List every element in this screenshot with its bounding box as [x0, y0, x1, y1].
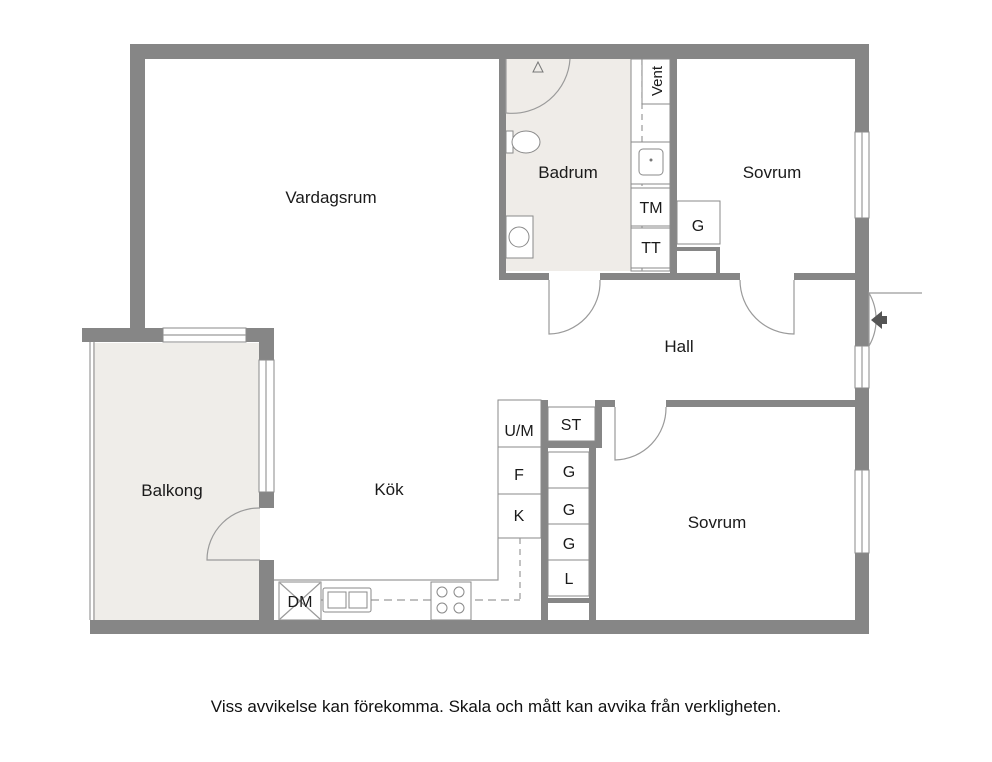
- fixture-label-tm: TM: [639, 200, 662, 217]
- room-label-sovrum-upper: Sovrum: [743, 163, 802, 182]
- windows: [89, 131, 870, 620]
- room-label-sovrum-lower: Sovrum: [688, 513, 747, 532]
- fixture-label-dm: DM: [288, 594, 313, 611]
- entrance-arrow-icon: [871, 311, 887, 329]
- walls: [82, 44, 869, 634]
- doors: [206, 58, 922, 561]
- room-label-kok: Kök: [374, 480, 404, 499]
- bathroom-fixtures: [505, 58, 671, 272]
- fixture-label-g2: G: [563, 502, 575, 519]
- fixture-label-g1: G: [563, 464, 575, 481]
- fixture-label-k: K: [514, 508, 525, 525]
- fixture-label-g-bedroom: G: [692, 218, 704, 235]
- fixture-label-st: ST: [561, 417, 582, 434]
- room-label-badrum: Badrum: [538, 163, 598, 182]
- disclaimer-text: Viss avvikelse kan förekomma. Skala och …: [210, 697, 782, 716]
- closets: [547, 406, 596, 597]
- room-label-balkong: Balkong: [141, 481, 202, 500]
- ceiling-lamp-icon: [532, 60, 544, 73]
- fixture-label-um: U/M: [504, 423, 533, 440]
- fixture-label-g3: G: [563, 536, 575, 553]
- kitchen-fixtures: [274, 399, 542, 621]
- bedroom-wardrobe: [676, 200, 721, 245]
- fixture-label-vent: Vent: [649, 65, 666, 96]
- fixture-label-f: F: [514, 467, 524, 484]
- fixture-label-l: L: [565, 571, 574, 588]
- balcony-floor: [93, 343, 260, 620]
- fixture-label-tt: TT: [641, 240, 661, 257]
- room-label-hall: Hall: [664, 337, 693, 356]
- room-label-vardagsrum: Vardagsrum: [285, 188, 376, 207]
